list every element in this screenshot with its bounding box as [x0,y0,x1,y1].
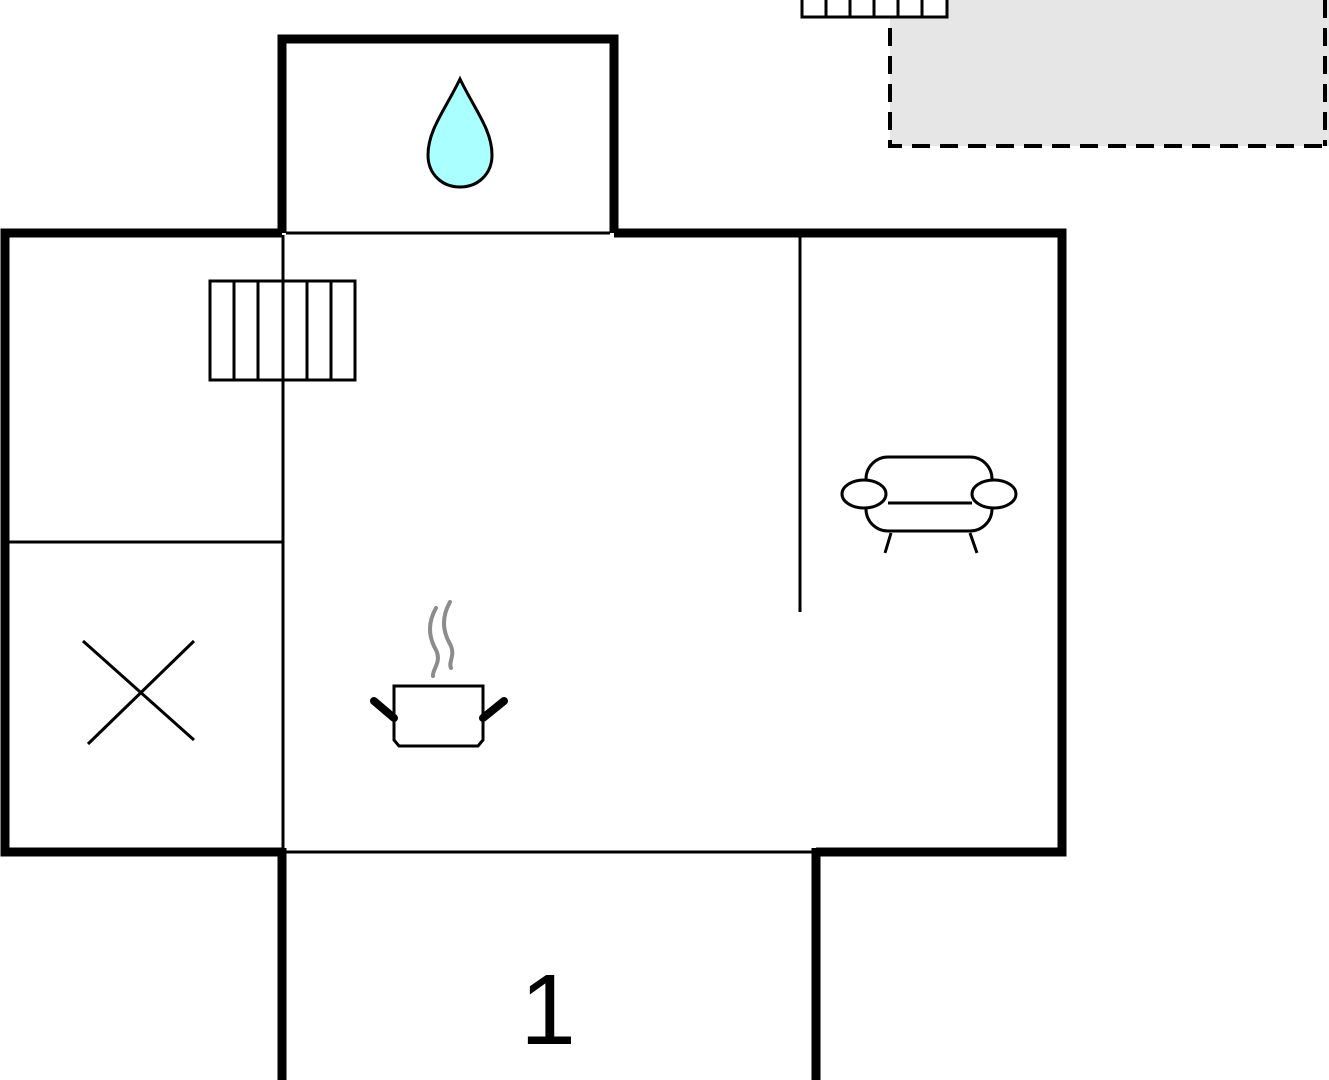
top-staircase-icon [800,0,949,19]
staircase-icon [208,279,357,382]
outdoor-area-border [888,0,1329,148]
cross-icon [82,639,196,746]
bathroom-walls [277,34,619,233]
main-walls-right [614,228,1067,857]
cooking-pot-icon [370,600,508,748]
water-drop-icon [426,75,494,189]
main-walls [0,228,282,857]
sofa-icon [840,455,1018,554]
floor-label: 1 [520,954,576,1066]
outdoor-area [890,0,1329,146]
